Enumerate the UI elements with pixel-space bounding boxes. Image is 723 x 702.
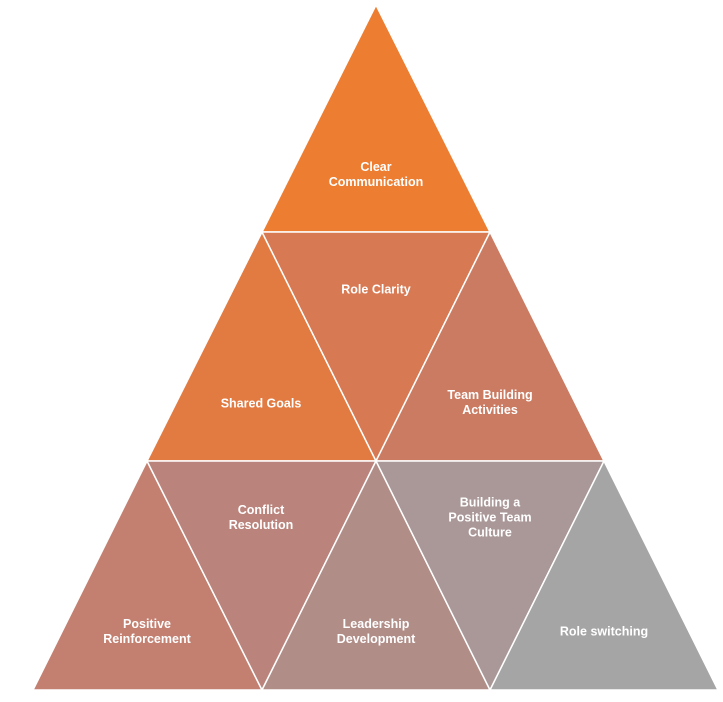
segment-label-team-building: Team Building Activities — [447, 388, 533, 417]
segment-label-positive-reinforcement: Positive Reinforcement — [103, 617, 191, 646]
segment-label-role-clarity: Role Clarity — [341, 282, 411, 297]
segment-label-positive-team-culture: Building a Positive Team Culture — [448, 495, 532, 540]
segment-label-conflict-resolution: Conflict Resolution — [228, 503, 294, 532]
segment-label-clear-communication: Clear Communication — [328, 160, 424, 189]
pyramid-segment-1 — [260, 3, 492, 233]
segment-label-leadership-development: Leadership Development — [336, 617, 416, 646]
segment-label-shared-goals: Shared Goals — [220, 396, 302, 411]
segment-label-role-switching: Role switching — [559, 624, 649, 639]
pyramid-segment-9 — [488, 459, 720, 691]
